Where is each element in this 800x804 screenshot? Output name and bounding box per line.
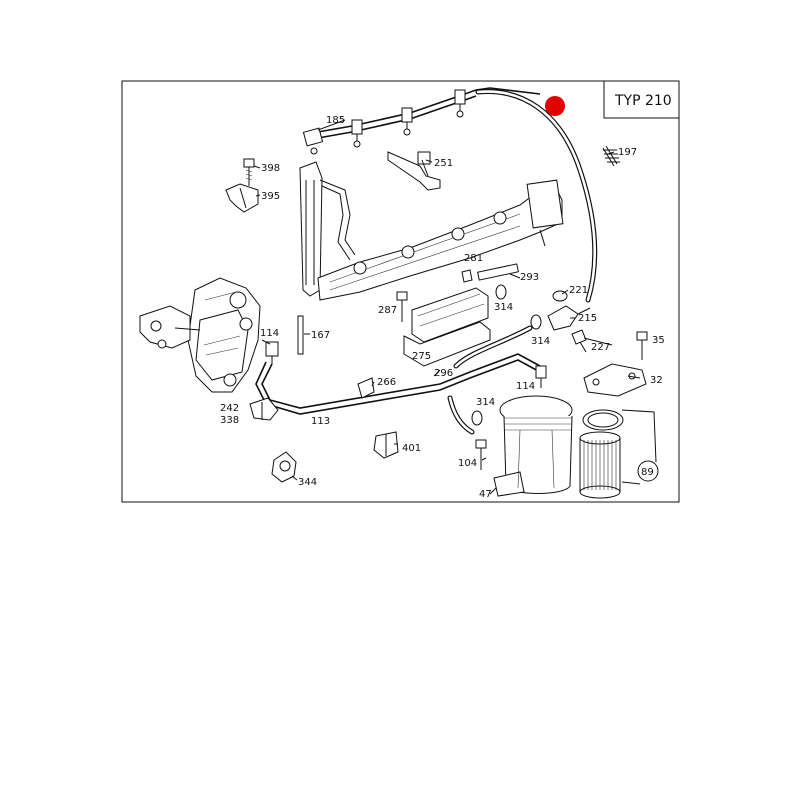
label-32: 32: [650, 375, 663, 386]
fuel-rail: [317, 179, 564, 301]
label-338: 338: [220, 415, 239, 426]
fuel-hose-296: [447, 325, 533, 435]
label-197: 197: [618, 147, 637, 158]
bolt-35: [636, 331, 648, 360]
label-113: 113: [311, 416, 330, 427]
clamp-314-a: [495, 284, 507, 300]
label-296: 296: [434, 368, 453, 379]
leak-line-113: [255, 353, 541, 415]
bolt-104: [475, 439, 487, 470]
label-242: 242: [220, 403, 239, 414]
label-281: 281: [464, 253, 483, 264]
high-pressure-pump: [139, 277, 261, 393]
clip-344: [271, 451, 297, 483]
label-314-b: 314: [531, 336, 550, 347]
label-47: 47: [479, 489, 492, 500]
label-344: 344: [298, 477, 317, 488]
label-293: 293: [520, 272, 539, 283]
label-314-c: 314: [476, 397, 495, 408]
label-114-a: 114: [260, 328, 279, 339]
clamp-314-c: [471, 410, 483, 426]
connector-215: [547, 305, 591, 331]
label-314-a: 314: [494, 302, 513, 313]
callout-labels: 185 251 197 398 395 281 293 221 287 314 …: [220, 115, 665, 500]
filter-element-89: [579, 409, 659, 499]
label-114-b: 114: [516, 381, 535, 392]
fitting-114-left: [265, 341, 279, 364]
leader-lines: [253, 119, 641, 495]
bracket-251: [387, 151, 441, 191]
bolt-287: [396, 291, 408, 322]
bracket-32: [583, 363, 647, 397]
type-badge-box: [603, 80, 680, 119]
type-badge: TYP 210: [614, 93, 672, 109]
bolt-398: [243, 158, 255, 186]
plug-197: [602, 145, 620, 167]
label-215: 215: [578, 313, 597, 324]
label-89: 89: [641, 467, 654, 478]
clip-266: [357, 377, 375, 399]
label-287: 287: [378, 305, 397, 316]
label-227: 227: [591, 342, 610, 353]
label-401: 401: [402, 443, 421, 454]
injection-line-assembly: [302, 87, 541, 155]
rod-167: [297, 315, 304, 355]
label-221: 221: [569, 285, 588, 296]
red-marker-dot: [545, 96, 565, 116]
pipe-293: [477, 263, 519, 281]
label-275: 275: [412, 351, 431, 362]
bolt-227: [571, 329, 587, 353]
label-167: 167: [311, 330, 330, 341]
label-266: 266: [377, 377, 396, 388]
label-398: 398: [261, 163, 280, 174]
return-hose: [475, 89, 598, 303]
fitting-114-right: [535, 365, 547, 388]
clamp-314-b: [530, 314, 542, 330]
label-251: 251: [434, 158, 453, 169]
label-395: 395: [261, 191, 280, 202]
label-104: 104: [458, 458, 477, 469]
module-275: [403, 287, 491, 367]
clip-281: [461, 269, 473, 283]
label-35: 35: [652, 335, 665, 346]
clip-395: [225, 183, 259, 213]
clip-401: [373, 431, 399, 459]
clip-242-338: [249, 397, 279, 421]
label-185: 185: [326, 115, 345, 126]
filter-housing-47: [493, 395, 573, 497]
